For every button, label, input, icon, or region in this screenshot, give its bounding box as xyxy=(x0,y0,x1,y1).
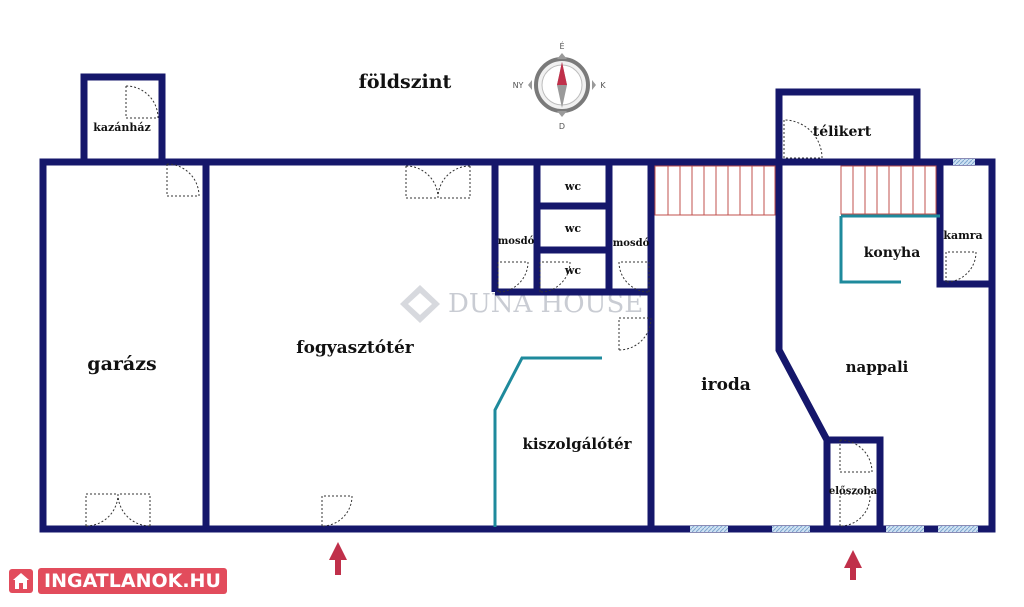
compass-north: É xyxy=(559,40,564,51)
house-logo-icon xyxy=(9,569,33,593)
room-label-telikert: télikert xyxy=(813,124,872,140)
entrance-arrows xyxy=(329,542,862,580)
plan-title: földszint xyxy=(359,71,452,93)
doors xyxy=(85,85,977,527)
compass-west: NY xyxy=(513,81,524,90)
entrance-arrow-icon xyxy=(844,550,862,580)
badge-text: INGATLANOK.HU xyxy=(38,568,227,594)
room-label-wc-3: wc xyxy=(564,264,581,277)
room-label-kiszolgaloter: kiszolgálótér xyxy=(522,435,632,453)
room-label-konyha: konyha xyxy=(864,245,921,261)
room-label-wc-2: wc xyxy=(564,222,581,235)
room-label-mosdo-1: mosdó xyxy=(498,236,535,247)
compass-icon xyxy=(528,53,596,117)
room-label-kazanhaz: kazánház xyxy=(93,121,151,134)
room-label-kamra: kamra xyxy=(943,229,982,242)
room-label-garazs: garázs xyxy=(87,353,156,375)
room-labels: kazánház télikert wc wc wc mosdó mosdó k… xyxy=(87,121,982,497)
room-label-mosdo-2: mosdó xyxy=(613,238,650,249)
walls xyxy=(39,73,996,533)
ingatlanok-logo: INGATLANOK.HU xyxy=(8,566,227,596)
entrance-arrow-icon xyxy=(329,542,347,575)
room-label-nappali: nappali xyxy=(846,358,909,376)
compass-east: K xyxy=(600,81,606,90)
partitions xyxy=(493,214,940,527)
room-label-eloszoba: előszoba xyxy=(829,486,878,497)
room-label-wc-1: wc xyxy=(564,180,581,193)
stairs xyxy=(654,165,937,216)
room-label-fogyasztoter: fogyasztótér xyxy=(296,338,415,358)
windows xyxy=(690,159,978,532)
compass-south: D xyxy=(559,122,565,131)
room-label-iroda: iroda xyxy=(701,375,751,395)
